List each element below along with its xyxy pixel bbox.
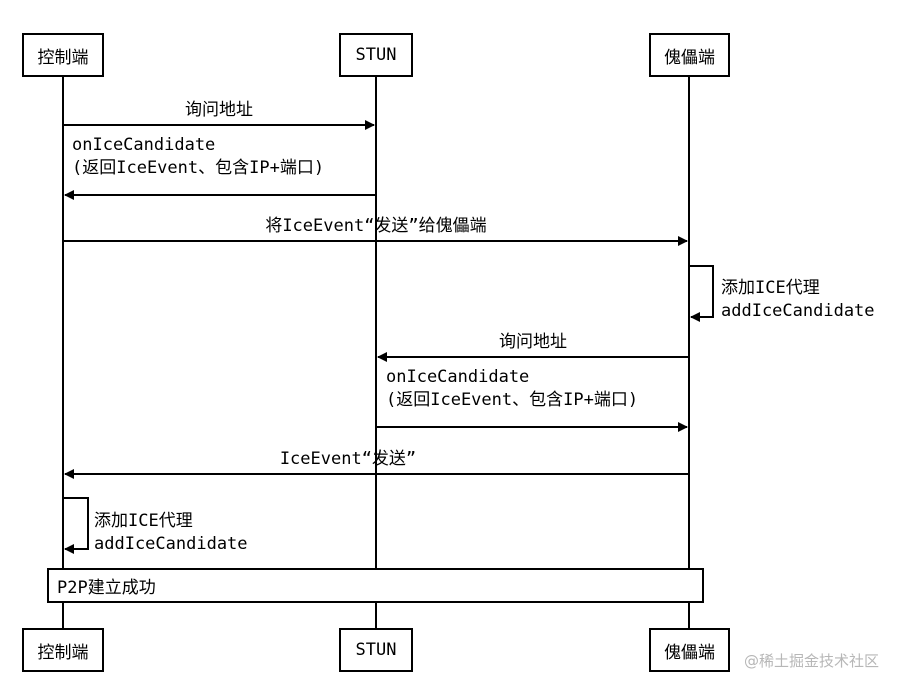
participant-label: 控制端 xyxy=(37,642,89,663)
note-text: P2P建立成功 xyxy=(57,578,156,598)
participant-label: 控制端 xyxy=(37,47,89,68)
label-self-add-ice-controller: 添加ICE代理 addIceCandidate xyxy=(94,511,248,554)
participant-label: STUN xyxy=(355,640,397,660)
label-return-ice-1: onIceCandidate (返回IceEvent、包含IP+端口) xyxy=(72,135,325,178)
participant-label: 傀儡端 xyxy=(664,642,715,663)
label-ask-address-2: 询问地址 xyxy=(499,332,567,352)
participant-puppet-bottom: 傀儡端 xyxy=(649,628,730,672)
arrow-self-add-ice-puppet xyxy=(689,265,714,322)
label-send-to-puppet: 将IceEvent“发送”给傀儡端 xyxy=(265,216,487,236)
participant-stun-top: STUN xyxy=(339,33,413,77)
label-self-add-ice-puppet: 添加ICE代理 addIceCandidate xyxy=(721,278,875,321)
note-p2p-established: P2P建立成功 xyxy=(47,568,704,603)
participant-controller-bottom: 控制端 xyxy=(22,628,104,672)
watermark: @稀土掘金技术社区 xyxy=(744,652,880,670)
label-ask-address-1: 询问地址 xyxy=(185,100,253,120)
participant-label: 傀儡端 xyxy=(664,47,715,68)
label-return-ice-2: onIceCandidate (返回IceEvent、包含IP+端口) xyxy=(386,367,639,410)
participant-label: STUN xyxy=(355,45,397,65)
participant-stun-bottom: STUN xyxy=(339,628,413,672)
label-send-to-controller: IceEvent“发送” xyxy=(279,449,417,469)
participant-puppet-top: 傀儡端 xyxy=(649,33,730,77)
participant-controller-top: 控制端 xyxy=(22,33,104,77)
arrow-self-add-ice-controller xyxy=(63,497,89,554)
